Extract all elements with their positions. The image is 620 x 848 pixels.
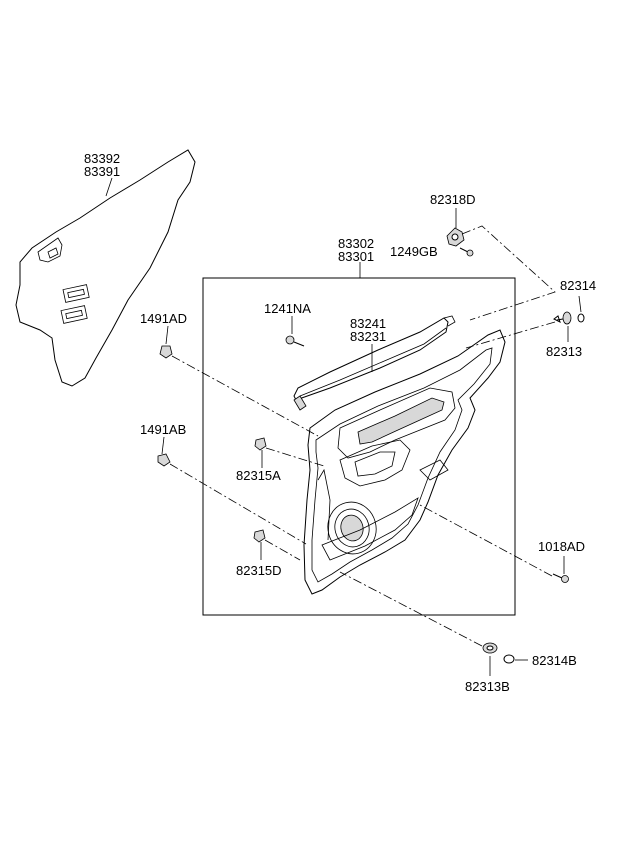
label-83391: 83391 (84, 164, 120, 179)
label-1491AD: 1491AD (140, 311, 187, 326)
label-83231: 83231 (350, 329, 386, 344)
label-82313: 82313 (546, 344, 582, 359)
grommet-82313B (482, 642, 498, 654)
label-82318D: 82318D (430, 192, 476, 207)
screw-1249GB (459, 247, 474, 257)
door-trim-panel-part (303, 329, 506, 595)
assembly-frame (202, 277, 516, 616)
grommet-82313 (553, 311, 572, 325)
clip-1491AB (157, 453, 171, 467)
label-1491AB: 1491AB (140, 422, 186, 437)
door-sheet-part (15, 149, 196, 387)
ring-82314B (503, 654, 515, 664)
clip-82318D (446, 227, 465, 247)
ring-82314 (577, 313, 585, 323)
label-82314B: 82314B (532, 653, 577, 668)
label-83302: 83302 (338, 236, 374, 251)
label-82315D: 82315D (236, 563, 282, 578)
screw-1018AD (552, 573, 569, 583)
label-83241: 83241 (350, 316, 386, 331)
clip-1491AD (159, 345, 173, 359)
label-1249GB: 1249GB (390, 244, 438, 259)
label-82314: 82314 (560, 278, 596, 293)
weatherstrip-part (293, 315, 456, 411)
label-82313B: 82313B (465, 679, 510, 694)
label-82315A: 82315A (236, 468, 281, 483)
clip-82315A (254, 437, 267, 451)
screw-1241NA (285, 335, 305, 347)
clip-82315D (253, 529, 266, 543)
label-83301: 83301 (338, 249, 374, 264)
label-1241NA: 1241NA (264, 301, 311, 316)
label-83392: 83392 (84, 151, 120, 166)
label-1018AD: 1018AD (538, 539, 585, 554)
